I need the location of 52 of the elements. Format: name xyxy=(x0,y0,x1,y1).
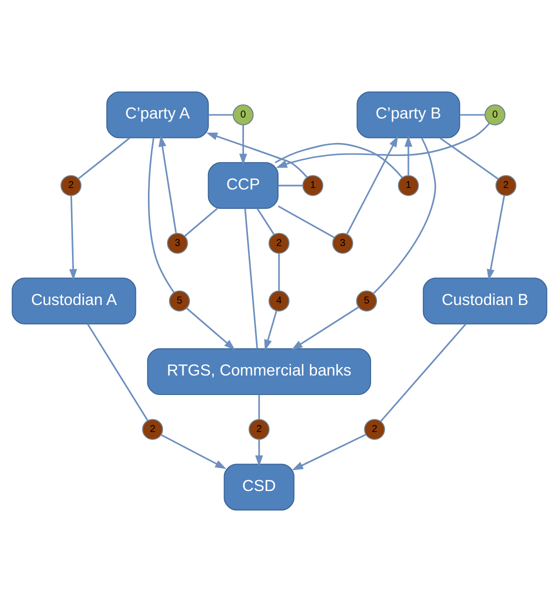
node-box: C’party A xyxy=(106,90,209,138)
node-circle: 5 xyxy=(169,290,190,311)
node-box: RTGS, Commercial banks xyxy=(147,348,372,395)
node-circle: 2 xyxy=(495,174,516,196)
arrow xyxy=(276,122,490,168)
connector xyxy=(78,136,130,179)
node-circle: 5 xyxy=(356,290,378,311)
node-circle: 4 xyxy=(268,290,290,311)
node-box: C’party B xyxy=(356,90,460,138)
connector xyxy=(258,394,260,419)
node-box: Custodian B xyxy=(422,277,548,324)
connector xyxy=(278,252,280,290)
connector xyxy=(244,208,258,348)
arrow xyxy=(206,132,308,178)
node-circle: 3 xyxy=(332,232,354,254)
arrow xyxy=(158,135,177,233)
node-circle: 0 xyxy=(232,104,254,125)
connector xyxy=(460,114,485,116)
node-circle: 2 xyxy=(364,418,385,440)
connector xyxy=(148,138,175,292)
node-circle: 1 xyxy=(398,174,419,196)
connector xyxy=(208,114,234,116)
connector xyxy=(440,136,499,180)
connector xyxy=(274,142,403,178)
node-circle: 2 xyxy=(268,232,290,254)
node-circle: 0 xyxy=(484,104,506,125)
arrow xyxy=(346,135,398,234)
arrow xyxy=(69,195,78,280)
connector xyxy=(184,207,218,236)
arrow xyxy=(160,434,226,468)
connector xyxy=(256,208,275,234)
arrow xyxy=(264,310,278,350)
node-circle: 2 xyxy=(60,174,82,196)
connector xyxy=(278,184,303,186)
connector xyxy=(278,204,335,238)
arrow xyxy=(239,124,248,164)
arrow xyxy=(255,439,263,466)
connector xyxy=(86,323,148,420)
arrow xyxy=(292,433,366,470)
node-circle: 2 xyxy=(248,418,270,440)
node-circle: 1 xyxy=(302,174,324,196)
node-box: CSD xyxy=(224,463,294,510)
connector xyxy=(380,322,466,422)
arrow xyxy=(486,194,506,280)
node-circle: 3 xyxy=(167,232,188,254)
arrow xyxy=(404,135,412,175)
arrow xyxy=(291,306,359,350)
node-circle: 2 xyxy=(142,418,164,440)
arrow xyxy=(186,306,236,350)
node-box: Custodian A xyxy=(12,277,136,324)
connector xyxy=(373,137,436,294)
node-box: CCP xyxy=(208,162,278,208)
